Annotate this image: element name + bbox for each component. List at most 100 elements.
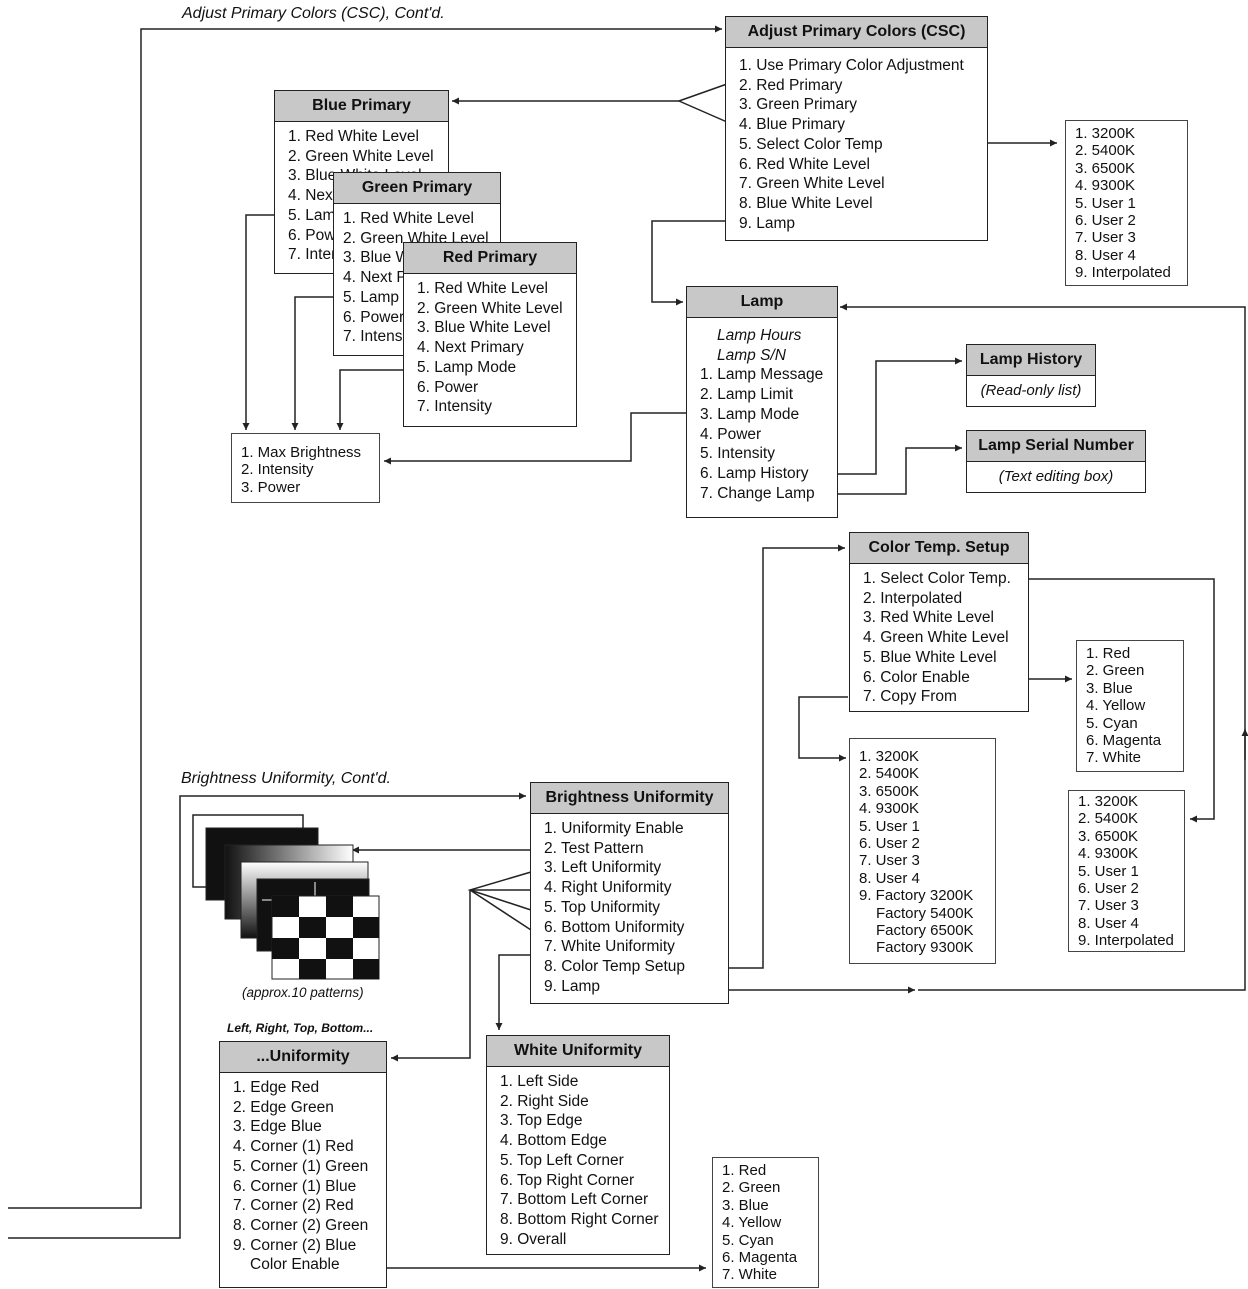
menu-item[interactable]: 2. Edge Green <box>233 1098 378 1118</box>
menu-item[interactable]: 6. Bottom Uniformity <box>544 918 720 938</box>
menu-item[interactable]: 1. Use Primary Color Adjustment <box>739 56 979 76</box>
menu-item[interactable]: 7. Intensity <box>417 397 568 417</box>
menu-item[interactable]: 1. Left Side <box>500 1072 661 1092</box>
menu-item[interactable]: Color Enable <box>233 1255 378 1275</box>
menu-item[interactable]: 8. Corner (2) Green <box>233 1216 378 1236</box>
option-item[interactable]: 3. 6500K <box>1078 828 1178 845</box>
option-item[interactable]: Factory 9300K <box>859 939 989 956</box>
menu-item[interactable]: 1. Edge Red <box>233 1078 378 1098</box>
option-item[interactable]: 9. Factory 3200K <box>859 887 989 904</box>
menu-item[interactable]: 9. Lamp <box>739 214 979 234</box>
menu-item[interactable]: 3. Green Primary <box>739 95 979 115</box>
menu-item[interactable]: 9. Lamp <box>544 977 720 997</box>
option-item[interactable]: 2. 5400K <box>1078 810 1178 827</box>
option-item[interactable]: 1. Red <box>722 1162 812 1179</box>
option-item[interactable]: Factory 6500K <box>859 922 989 939</box>
menu-item[interactable]: 1. Red White Level <box>417 279 568 299</box>
option-item[interactable]: 2. Green <box>1086 662 1177 679</box>
menu-item[interactable]: 2. Green White Level <box>417 299 568 319</box>
menu-item[interactable]: 7. Green White Level <box>739 174 979 194</box>
menu-item[interactable]: 3. Lamp Mode <box>700 405 829 425</box>
menu-item[interactable]: 2. Red Primary <box>739 76 979 96</box>
option-item[interactable]: 3. 6500K <box>859 783 989 800</box>
menu-item[interactable]: 4. Right Uniformity <box>544 878 720 898</box>
option-item[interactable]: 7. White <box>1086 749 1177 766</box>
menu-item[interactable]: 3. Edge Blue <box>233 1117 378 1137</box>
option-item[interactable]: 9. Interpolated <box>1075 264 1181 281</box>
option-item[interactable]: Factory 5400K <box>859 905 989 922</box>
menu-item[interactable]: 3. Left Uniformity <box>544 858 720 878</box>
menu-item[interactable]: 6. Color Enable <box>863 668 1020 688</box>
menu-item[interactable]: 3. Red White Level <box>863 608 1020 628</box>
option-item[interactable]: 4. Yellow <box>1086 697 1177 714</box>
option-item[interactable]: 1. Max Brightness <box>241 444 373 461</box>
option-item[interactable]: 6. Magenta <box>1086 732 1177 749</box>
menu-item[interactable]: 1. Lamp Message <box>700 365 829 385</box>
option-item[interactable]: 5. User 1 <box>1075 195 1181 212</box>
menu-item[interactable]: 3. Blue White Level <box>417 318 568 338</box>
option-item[interactable]: 8. User 4 <box>1075 247 1181 264</box>
menu-item[interactable]: 6. Corner (1) Blue <box>233 1177 378 1197</box>
menu-item[interactable]: 2. Lamp Limit <box>700 385 829 405</box>
menu-item[interactable]: 4. Bottom Edge <box>500 1131 661 1151</box>
menu-item[interactable]: 4. Next Primary <box>417 338 568 358</box>
menu-item[interactable]: 3. Top Edge <box>500 1111 661 1131</box>
menu-item[interactable]: 1. Red White Level <box>343 209 492 229</box>
menu-item[interactable]: 8. Bottom Right Corner <box>500 1210 661 1230</box>
option-item[interactable]: 4. 9300K <box>859 800 989 817</box>
menu-item[interactable]: 2. Interpolated <box>863 589 1020 609</box>
menu-item[interactable]: 6. Lamp History <box>700 464 829 484</box>
option-item[interactable]: 7. User 3 <box>859 852 989 869</box>
menu-item[interactable]: 7. Corner (2) Red <box>233 1196 378 1216</box>
menu-item[interactable]: 5. Corner (1) Green <box>233 1157 378 1177</box>
option-item[interactable]: 4. 9300K <box>1075 177 1181 194</box>
menu-item[interactable]: 4. Corner (1) Red <box>233 1137 378 1157</box>
menu-item[interactable]: 5. Top Left Corner <box>500 1151 661 1171</box>
option-item[interactable]: 8. User 4 <box>859 870 989 887</box>
menu-item[interactable]: 5. Top Uniformity <box>544 898 720 918</box>
option-item[interactable]: 3. Blue <box>1086 680 1177 697</box>
menu-item[interactable]: 6. Power <box>417 378 568 398</box>
option-item[interactable]: 9. Interpolated <box>1078 932 1178 949</box>
option-item[interactable]: 1. Red <box>1086 645 1177 662</box>
option-item[interactable]: 2. 5400K <box>1075 142 1181 159</box>
option-item[interactable]: 1. 3200K <box>1075 125 1181 142</box>
option-item[interactable]: 6. Magenta <box>722 1249 812 1266</box>
menu-item[interactable]: 2. Right Side <box>500 1092 661 1112</box>
menu-item[interactable]: 5. Lamp Mode <box>417 358 568 378</box>
option-item[interactable]: 6. User 2 <box>1078 880 1178 897</box>
menu-item[interactable]: 2. Test Pattern <box>544 839 720 859</box>
option-item[interactable]: 4. Yellow <box>722 1214 812 1231</box>
menu-item[interactable]: 9. Corner (2) Blue <box>233 1236 378 1256</box>
menu-item[interactable]: 1. Red White Level <box>288 127 440 147</box>
option-item[interactable]: 7. User 3 <box>1078 897 1178 914</box>
option-item[interactable]: 1. 3200K <box>1078 793 1178 810</box>
option-item[interactable]: 5. User 1 <box>1078 863 1178 880</box>
option-item[interactable]: 5. Cyan <box>1086 715 1177 732</box>
option-item[interactable]: 2. Intensity <box>241 461 373 478</box>
option-item[interactable]: 5. Cyan <box>722 1232 812 1249</box>
menu-item[interactable]: 9. Overall <box>500 1230 661 1250</box>
menu-item[interactable]: 5. Select Color Temp <box>739 135 979 155</box>
option-item[interactable]: 2. Green <box>722 1179 812 1196</box>
menu-item[interactable]: 8. Blue White Level <box>739 194 979 214</box>
option-item[interactable]: 2. 5400K <box>859 765 989 782</box>
menu-item[interactable]: 4. Green White Level <box>863 628 1020 648</box>
menu-item[interactable]: 6. Red White Level <box>739 155 979 175</box>
option-item[interactable]: 6. User 2 <box>859 835 989 852</box>
menu-item[interactable]: 1. Uniformity Enable <box>544 819 720 839</box>
menu-item[interactable]: 6. Top Right Corner <box>500 1171 661 1191</box>
menu-item[interactable]: 8. Color Temp Setup <box>544 957 720 977</box>
menu-item[interactable]: 4. Power <box>700 425 829 445</box>
option-item[interactable]: 7. White <box>722 1266 812 1283</box>
menu-item[interactable]: 7. Copy From <box>863 687 1020 707</box>
option-item[interactable]: 8. User 4 <box>1078 915 1178 932</box>
option-item[interactable]: 3. Blue <box>722 1197 812 1214</box>
option-item[interactable]: 6. User 2 <box>1075 212 1181 229</box>
option-item[interactable]: 3. 6500K <box>1075 160 1181 177</box>
menu-item[interactable]: 2. Green White Level <box>288 147 440 167</box>
menu-item[interactable]: 4. Blue Primary <box>739 115 979 135</box>
menu-item[interactable]: 5. Intensity <box>700 444 829 464</box>
menu-item[interactable]: 7. White Uniformity <box>544 937 720 957</box>
option-item[interactable]: 1. 3200K <box>859 748 989 765</box>
